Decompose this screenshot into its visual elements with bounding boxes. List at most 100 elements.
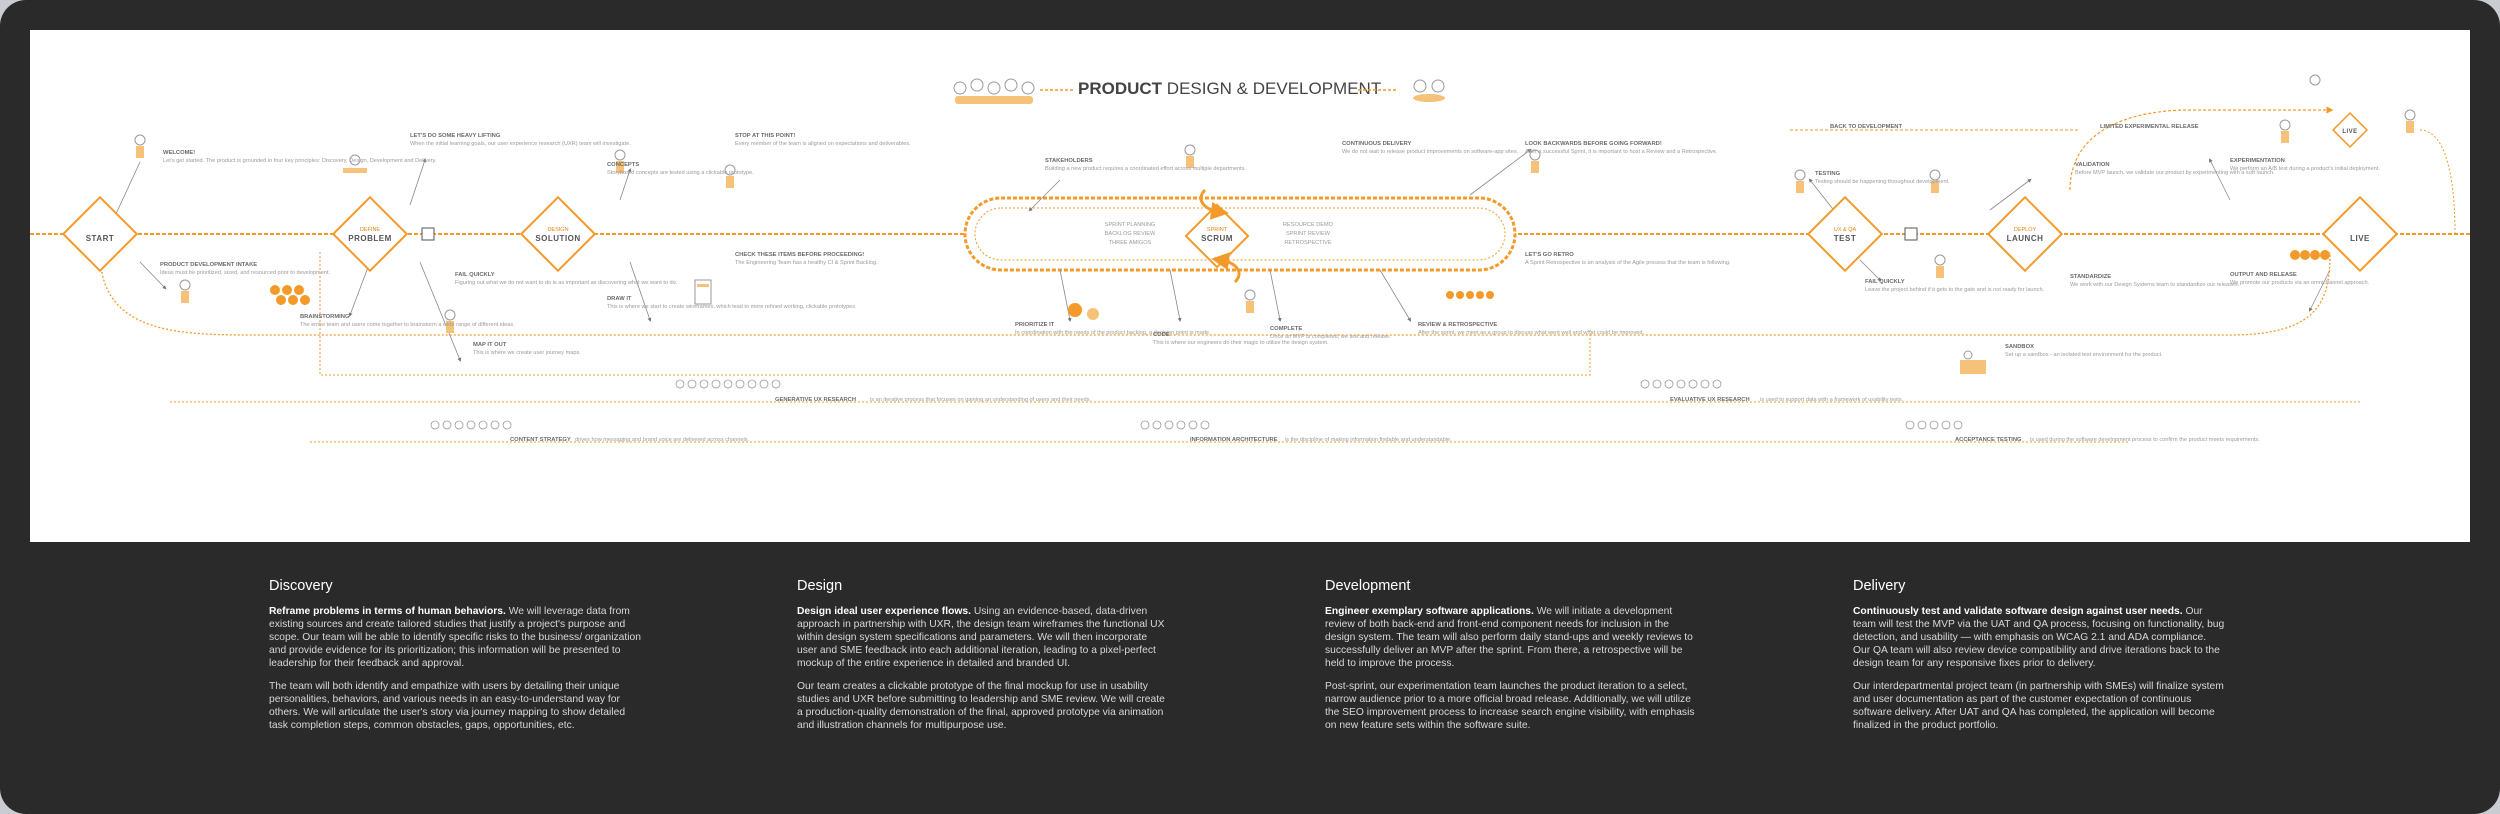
note-text: In coordination with the needs of the pr… (1015, 330, 1211, 336)
scrum-right-line-2: SPRINT REVIEW (1286, 231, 1331, 237)
page-title-strong: PRODUCT (1078, 79, 1163, 98)
note-text: Set up a sandbox - an isolated test envi… (2005, 352, 2163, 358)
track-ia-name: INFORMATION ARCHITECTURE (1190, 437, 1278, 443)
note-text: Once an MVP is completed, we test and re… (1270, 334, 1391, 340)
stage-launch-num: DEPLOY (2014, 227, 2037, 233)
live-marker-top: LIVE (2331, 111, 2369, 149)
scrum-right-line-3: RETROSPECTIVE (1284, 240, 1332, 246)
note-text: The entire team and users come together … (300, 322, 515, 328)
stage-problem: DEFINE PROBLEM (331, 195, 409, 273)
principle-text: We will leverage data from existing sour… (269, 606, 642, 669)
note-label: LET'S DO SOME HEAVY LIFTING (410, 133, 501, 139)
track-ia-text: is the discipline of making information … (1285, 437, 1452, 443)
note-label: COMPLETE (1270, 326, 1302, 332)
scrum-left-line-2: BACKLOG REVIEW (1105, 231, 1156, 237)
principle-body: Design ideal user experience flows. Usin… (797, 605, 1169, 670)
stage-test: UX & QA TEST (1806, 195, 1884, 273)
principle-text: Our team creates a clickable prototype o… (797, 681, 1165, 731)
scrum-right-line-1: RESOURCE DEMO (1283, 222, 1334, 228)
page-title-rest: DESIGN & DEVELOPMENT (1162, 79, 1381, 98)
stage-test-name: TEST (1834, 234, 1856, 243)
note-text: Ideas must be prioritized, sized, and re… (160, 270, 331, 276)
principle-delivery: Delivery Continuously test and validate … (1853, 578, 2225, 742)
note-label: WELCOME! (163, 150, 195, 156)
stage-start-name: START (86, 234, 115, 243)
stage-test-num: UX & QA (1834, 227, 1857, 233)
note-label: BRAINSTORMING (300, 314, 350, 320)
note-label: PRIORITIZE IT (1015, 322, 1055, 328)
scrum-label: SCRUM (1201, 234, 1233, 243)
note-text: Building a new product requires a coordi… (1045, 166, 1247, 172)
note-text: This is where we create user journey map… (473, 350, 581, 356)
principle-lead: Engineer exemplary software applications… (1325, 606, 1534, 617)
note-label: STAKEHOLDERS (1045, 158, 1093, 164)
note-text: The Engineering Team has a healthy CI & … (735, 260, 878, 266)
principle-body: Reframe problems in terms of human behav… (269, 605, 641, 670)
note-label: STOP AT THIS POINT! (735, 133, 795, 139)
principle-design: Design Design ideal user experience flow… (797, 578, 1169, 742)
note-text: Figuring out what we do not want to do i… (455, 280, 678, 286)
note-text: After a successful Sprint, it is importa… (1525, 149, 1718, 155)
live-marker-label: LIVE (2342, 129, 2357, 135)
note-text: When the initial learning goals, our use… (410, 141, 631, 147)
note-label: LOOK BACKWARDS BEFORE GOING FORWARD! (1525, 141, 1662, 147)
principle-heading: Discovery (269, 578, 333, 594)
title-mascots-right (1413, 79, 1445, 102)
principle-discovery: Discovery Reframe problems in terms of h… (269, 578, 641, 742)
stage-problem-num: DEFINE (360, 227, 381, 233)
note-text: A Sprint Retrospective is an analysis of… (1525, 260, 1731, 266)
decision-box (421, 227, 435, 241)
note-text: We work with our Design Systems team to … (2070, 282, 2240, 288)
principle-body: Engineer exemplary software applications… (1325, 605, 1697, 670)
note-text: Testing should be happening throughout d… (1815, 179, 1950, 185)
note-text: This is where our engineers do their mag… (1153, 340, 1329, 346)
page-title: PRODUCT DESIGN & DEVELOPMENT (1078, 79, 1381, 98)
stage-launch: DEPLOY LAUNCH (1986, 195, 2064, 273)
note-label: PRODUCT DEVELOPMENT INTAKE (160, 262, 257, 268)
note-label: TESTING (1815, 171, 1841, 177)
note-label: CONCEPTS (607, 162, 639, 168)
scrum-loop: SPRINT SCRUM SPRINT PLANNING BACKLOG REV… (963, 188, 1517, 284)
research-crowd (430, 379, 1963, 430)
principle-lead: Continuously test and validate software … (1853, 606, 2183, 617)
illustrations (134, 74, 2416, 374)
process-diagram: PRODUCT DESIGN & DEVELOPMENT (30, 74, 2470, 443)
note-label: CONTINUOUS DELIVERY (1342, 141, 1411, 147)
note-text: This is where we start to create wirefra… (607, 304, 857, 310)
stage-start: START (61, 195, 139, 273)
note-text: We perform an A/B test during a product'… (2230, 166, 2380, 172)
process-notes: WELCOME! Let's get started. The product … (160, 124, 2380, 358)
scrum-sub: SPRINT (1207, 227, 1228, 233)
note-label: VALIDATION (2075, 162, 2110, 168)
principle-heading: Delivery (1853, 578, 1906, 594)
stage-problem-name: PROBLEM (348, 234, 392, 243)
leader-lines (114, 148, 2331, 362)
note-label: REVIEW & RETROSPECTIVE (1418, 322, 1497, 328)
note-label: LET'S GO RETRO (1525, 252, 1574, 258)
note-text: After the sprint, we meet as a group to … (1418, 330, 1644, 336)
track-generative-name: GENERATIVE UX RESEARCH (775, 397, 856, 403)
principle-heading: Design (797, 578, 843, 594)
principle-text: Using an evidence-based, data-driven app… (797, 606, 1165, 669)
note-label: CHECK THESE ITEMS BEFORE PROCEEDING! (735, 252, 864, 258)
track-generative-text: is an iterative process that focuses on … (870, 397, 1092, 403)
stage-live-name: LIVE (2350, 234, 2370, 243)
track-acceptance-text: is used during the software development … (2030, 437, 2260, 443)
process-poster: PRODUCT DESIGN & DEVELOPMENT (30, 30, 2470, 542)
note-text: We do not wait to release product improv… (1342, 149, 1519, 155)
note-text: Before MVP launch, we validate our produ… (2075, 170, 2275, 176)
principles-footer: Discovery Reframe problems in terms of h… (30, 542, 2470, 784)
track-evaluative-name: EVALUATIVE UX RESEARCH (1670, 397, 1750, 403)
note-label: CODE (1153, 332, 1170, 338)
stage-solution-name: SOLUTION (535, 234, 580, 243)
scrum-left-line-1: SPRINT PLANNING (1105, 222, 1156, 228)
note-label: EXPERIMENTATION (2230, 158, 2285, 164)
note-text: We promote our products via an omnichann… (2230, 280, 2370, 286)
principle-text: Our interdepartmental project team (in p… (1853, 681, 2224, 731)
stage-live: LIVE (2321, 195, 2399, 273)
note-text: Let's get started. The product is ground… (163, 158, 437, 164)
note-label: SANDBOX (2005, 344, 2034, 350)
stage-launch-name: LAUNCH (2007, 234, 2044, 243)
note-label: STANDARDIZE (2070, 274, 2111, 280)
